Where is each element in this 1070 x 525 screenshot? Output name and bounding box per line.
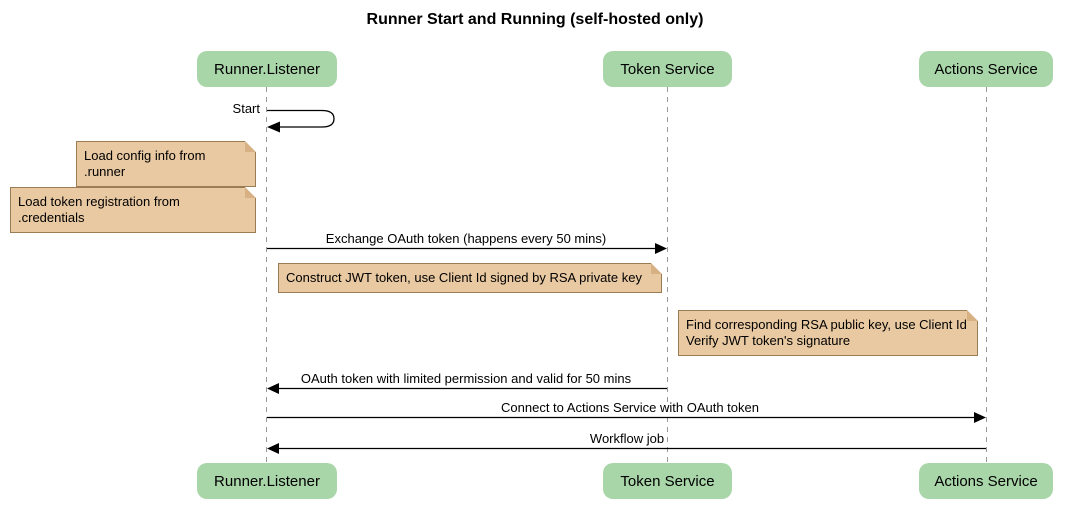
participant-token-service-top: Token Service [603, 51, 732, 87]
message-label-workflow-job: Workflow job [589, 431, 665, 446]
note-verify-jwt: Find corresponding RSA public key, use C… [678, 310, 978, 356]
participant-label: Runner.Listener [214, 472, 320, 490]
message-label-start: Start [232, 101, 260, 116]
diagram-title: Runner Start and Running (self-hosted on… [366, 11, 704, 28]
arrowhead-connect-actions [974, 412, 986, 423]
arrow-start-self-loop [267, 109, 335, 128]
message-label-oauth-return: OAuth token with limited permission and … [300, 371, 632, 386]
participant-label: Actions Service [934, 60, 1038, 78]
participant-label: Token Service [620, 472, 715, 490]
participant-token-service-bottom: Token Service [603, 463, 732, 499]
participant-actions-service-bottom: Actions Service [919, 463, 1053, 499]
message-label-connect-actions: Connect to Actions Service with OAuth to… [501, 400, 759, 415]
message-label-exchange-oauth: Exchange OAuth token (happens every 50 m… [325, 231, 607, 246]
participant-runner-listener-top: Runner.Listener [197, 51, 337, 87]
participant-label: Token Service [620, 60, 715, 78]
note-construct-jwt: Construct JWT token, use Client Id signe… [278, 263, 662, 293]
participant-label: Runner.Listener [214, 60, 320, 78]
participant-actions-service-top: Actions Service [919, 51, 1053, 87]
note-load-token-registration: Load token registration from .credential… [10, 187, 256, 233]
arrowhead-start [267, 121, 280, 133]
arrowhead-workflow-job [267, 443, 279, 454]
arrowhead-exchange-oauth [655, 243, 667, 254]
participant-label: Actions Service [934, 472, 1038, 490]
note-load-config: Load config info from .runner [76, 141, 256, 187]
participant-runner-listener-bottom: Runner.Listener [197, 463, 337, 499]
arrowhead-oauth-return [267, 383, 279, 394]
